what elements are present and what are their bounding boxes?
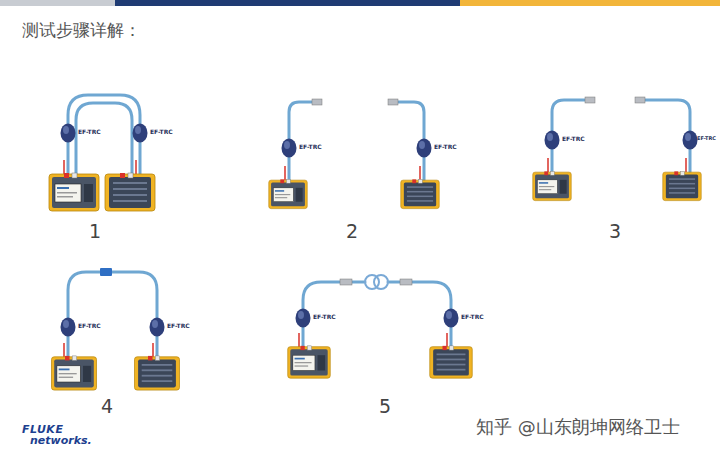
cord-label: EF-TRC bbox=[78, 323, 101, 329]
cord-label: EF-TRC bbox=[434, 144, 457, 150]
logo-text: networks. bbox=[30, 435, 92, 446]
step-number: 5 bbox=[379, 397, 391, 416]
cord-label: EF-TRC bbox=[461, 314, 484, 320]
slide-title: 测试步骤详解： bbox=[22, 22, 141, 39]
step-number: 2 bbox=[346, 222, 358, 241]
cord-label: EF-TRC bbox=[313, 314, 336, 320]
cord-label: EF-TRC bbox=[299, 144, 322, 150]
cord-label: EF-TRC bbox=[150, 129, 173, 135]
step-number: 4 bbox=[101, 397, 113, 416]
cord-label: EF-TRC bbox=[167, 323, 190, 329]
cord-label: EF-TRC bbox=[697, 136, 716, 141]
step-number: 3 bbox=[609, 222, 621, 241]
cord-label: EF-TRC bbox=[78, 129, 101, 135]
watermark: 知乎 @山东朗坤网络卫士 bbox=[476, 418, 680, 436]
logo-text: FLUKE bbox=[22, 424, 63, 435]
step-number: 1 bbox=[89, 222, 101, 241]
cord-label: EF-TRC bbox=[562, 136, 585, 142]
